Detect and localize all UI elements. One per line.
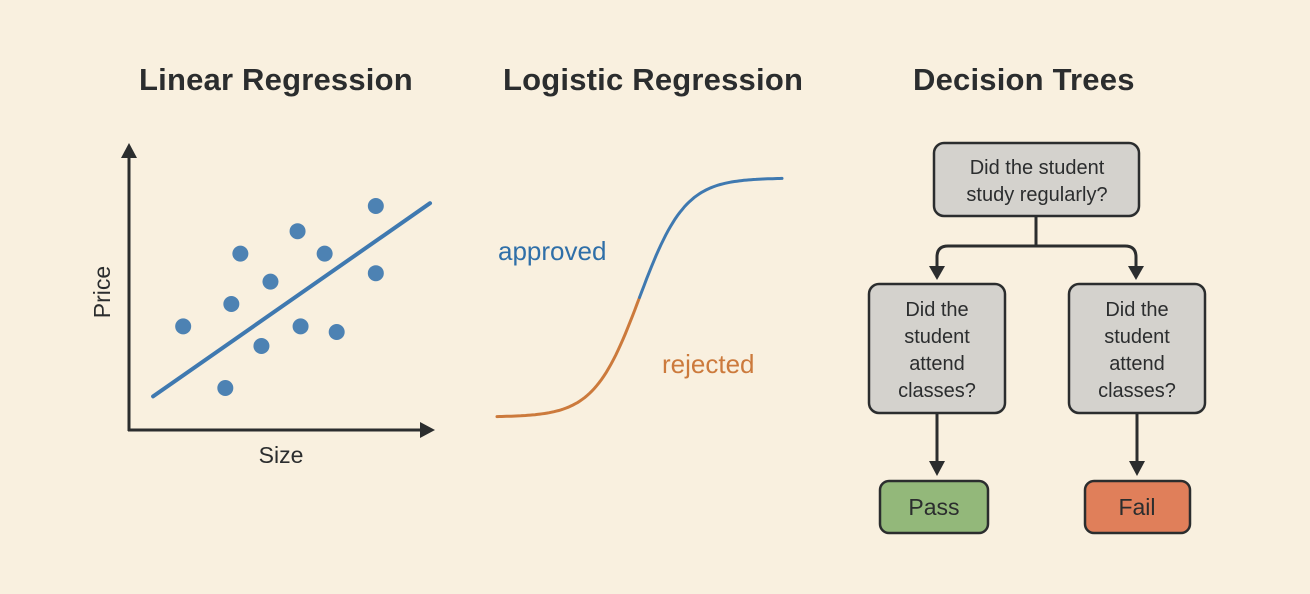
left-node-line-4: classes? — [898, 380, 976, 402]
scatter-point — [292, 318, 309, 335]
linear-regression-title: Linear Regression — [139, 62, 413, 97]
x-axis-label: Size — [259, 442, 304, 468]
scatter-point — [217, 380, 234, 396]
logistic-regression-title: Logistic Regression — [503, 62, 804, 97]
arrow-down-icon — [929, 461, 945, 476]
right-branch-connector — [1036, 244, 1138, 268]
right-node-line-4: classes? — [1098, 380, 1176, 402]
left-node-line-3: attend — [909, 353, 965, 375]
right-node-line-1: Did the — [1105, 299, 1168, 321]
root-node: Did the student study regularly? — [932, 141, 1141, 218]
left-node-line-1: Did the — [905, 299, 968, 321]
decision-trees-title: Decision Trees — [913, 62, 1135, 97]
pass-leaf: Pass — [878, 479, 990, 535]
fail-leaf: Fail — [1083, 479, 1192, 535]
scatter-point — [223, 296, 240, 312]
right-node-line-3: attend — [1109, 353, 1165, 375]
right-node: Did the student attend classes? — [1067, 282, 1207, 415]
approved-label: approved — [498, 236, 606, 266]
linear-regression-chart: Size Price — [89, 143, 435, 468]
x-axis-arrow-icon — [420, 422, 435, 438]
scatter-points — [175, 198, 384, 396]
root-node-line-2: study regularly? — [966, 184, 1107, 206]
logistic-regression-chart: approved rejected — [495, 176, 784, 419]
pass-label: Pass — [908, 494, 959, 520]
decision-tree: Did the student study regularly? Did the… — [867, 141, 1207, 535]
fail-label: Fail — [1118, 494, 1155, 520]
right-node-line-2: student — [1104, 326, 1170, 348]
left-branch-connector — [935, 244, 1036, 268]
rejected-label: rejected — [662, 349, 755, 379]
regression-line — [151, 201, 432, 399]
scatter-point — [253, 338, 270, 354]
scatter-point — [262, 273, 279, 290]
left-node: Did the student attend classes? — [867, 282, 1007, 415]
scatter-point — [175, 318, 192, 335]
scatter-point — [328, 324, 345, 340]
scatter-point — [316, 245, 333, 262]
arrow-down-icon — [1128, 266, 1144, 280]
arrow-down-icon — [1129, 461, 1145, 476]
arrow-down-icon — [929, 266, 945, 280]
y-axis-label: Price — [89, 266, 115, 318]
rejected-curve-segment — [495, 296, 641, 419]
scatter-point — [367, 198, 384, 214]
scatter-point — [232, 245, 249, 262]
y-axis-arrow-icon — [121, 143, 137, 158]
left-node-line-2: student — [904, 326, 970, 348]
root-node-line-1: Did the student — [970, 157, 1105, 179]
approved-curve-segment — [638, 176, 784, 299]
scatter-point — [367, 265, 384, 282]
scatter-point — [289, 223, 306, 240]
tree-connectors — [935, 216, 1139, 463]
